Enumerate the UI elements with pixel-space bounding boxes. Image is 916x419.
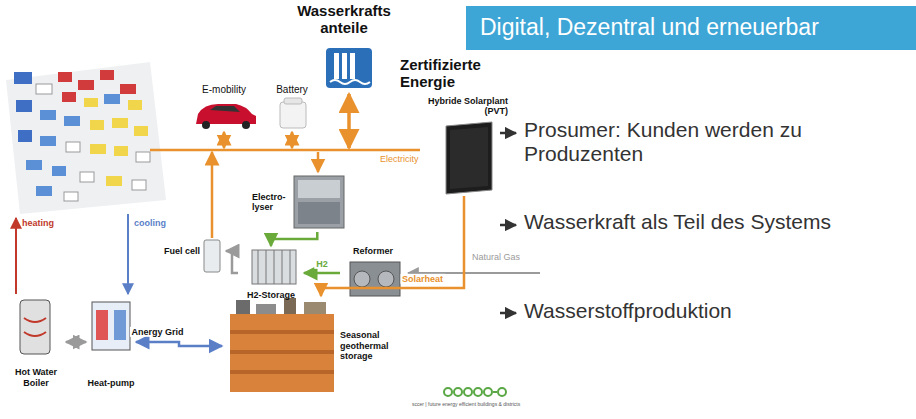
heating-line <box>15 218 17 294</box>
node-label: H2-Storage <box>238 290 304 300</box>
edge-label: Anergy Grid <box>129 327 185 337</box>
logo-text: sccer | future energy efficient building… <box>412 402 542 408</box>
node-label: E-mobility <box>188 84 260 96</box>
bullet-text: Prosumer: Kunden werden zu Produzenten <box>524 118 894 166</box>
node-label: Battery <box>266 84 318 96</box>
fuel-cell-node: Fuel cell <box>164 226 226 276</box>
h2-storage-icon <box>252 250 296 284</box>
cooling-label: cooling <box>134 218 184 228</box>
node-label: Hybride Solarplant (PVT) <box>420 96 508 117</box>
hydro-node: Wasserkrafts anteile <box>292 2 396 94</box>
connector <box>66 341 86 344</box>
node-label: Heat-pump <box>86 378 136 388</box>
h2-storage-node: H2-Storage <box>238 246 304 300</box>
village <box>6 62 166 214</box>
boiler-icon <box>20 300 50 354</box>
heat-pump-icon <box>92 302 130 350</box>
connector <box>271 232 317 246</box>
node-label: Reformer <box>340 246 406 256</box>
node-label: Fuel cell <box>164 246 200 256</box>
heat-pump-node: Heat-pump <box>86 296 136 388</box>
node-label: Wasserkrafts anteile <box>292 2 396 37</box>
bullet-text: Wasserstoffproduktion <box>524 299 894 323</box>
connector <box>304 272 340 275</box>
gas-label: Natural Gas <box>472 252 532 262</box>
edge-label: H2 <box>314 259 330 269</box>
battery-node: Battery <box>266 84 318 130</box>
hydro-icon <box>326 48 372 88</box>
connector <box>226 251 238 273</box>
connector <box>136 342 222 346</box>
connector <box>321 196 464 296</box>
pvt-node: Hybride Solarplant (PVT) <box>420 96 508 196</box>
electricity-bus <box>150 94 420 238</box>
node-label: Electro-lyser <box>252 192 292 213</box>
reformer-node: Reformer <box>340 246 406 300</box>
bullet-text: Wasserkraft als Teil des Systems <box>524 210 864 234</box>
reformer-icon <box>350 262 400 296</box>
edge-label: Solarheat <box>400 274 445 284</box>
bullet-arrow <box>500 133 516 313</box>
node-label: Hot Water Boiler <box>6 367 66 388</box>
node-label: Seasonal geothermal storage <box>340 330 402 361</box>
geothermal-storage-icon <box>230 298 334 392</box>
energy-note: Zertifizierte Energie <box>400 56 470 91</box>
heating-label: heating <box>22 218 72 228</box>
car-icon <box>196 104 256 129</box>
electrolyser-icon <box>294 176 344 228</box>
cooling-line <box>127 214 129 294</box>
title: Digital, Dezentral und erneuerbar <box>480 14 910 40</box>
battery-icon <box>280 98 306 128</box>
fuel-cell-icon <box>204 240 220 272</box>
boiler-node: Hot Water Boiler <box>6 296 66 388</box>
storage-node: Seasonal geothermal storage <box>222 296 402 396</box>
emobility-node: E-mobility <box>188 84 260 130</box>
bus-label: Electricity <box>380 154 440 164</box>
pvt-panel <box>446 122 492 194</box>
title-banner <box>466 6 916 50</box>
electrolyser-node: Electro-lyser <box>252 172 348 232</box>
logo-mark <box>444 388 506 396</box>
